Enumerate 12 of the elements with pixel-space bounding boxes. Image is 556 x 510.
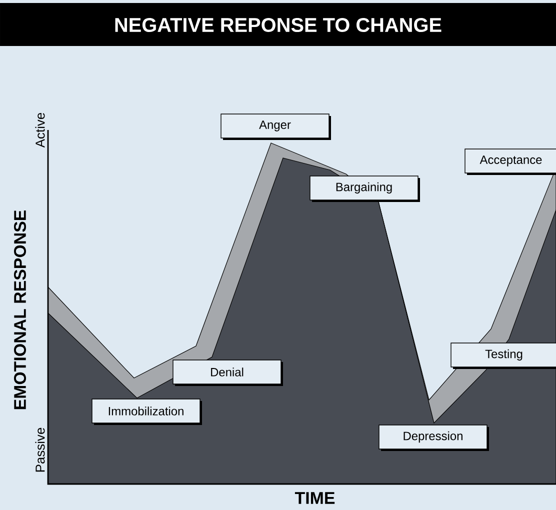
title-banner: NEGATIVE REPONSE TO CHANGE — [0, 3, 556, 46]
stage-box: Bargaining — [310, 176, 420, 202]
stage-box: Depression — [378, 424, 489, 451]
axis-end-label: Active — [35, 112, 45, 148]
axis-title: EMOTIONAL RESPONSE — [14, 210, 26, 410]
stage-box: Denial — [172, 360, 283, 386]
stage-box: Anger — [220, 114, 331, 140]
axis-title: TIME — [294, 492, 335, 504]
stage-box: Immobilization — [92, 398, 202, 425]
axis-end-label: Passive — [35, 428, 45, 472]
stage-box: Acceptance — [464, 148, 556, 175]
stage-box: Testing — [450, 342, 556, 369]
